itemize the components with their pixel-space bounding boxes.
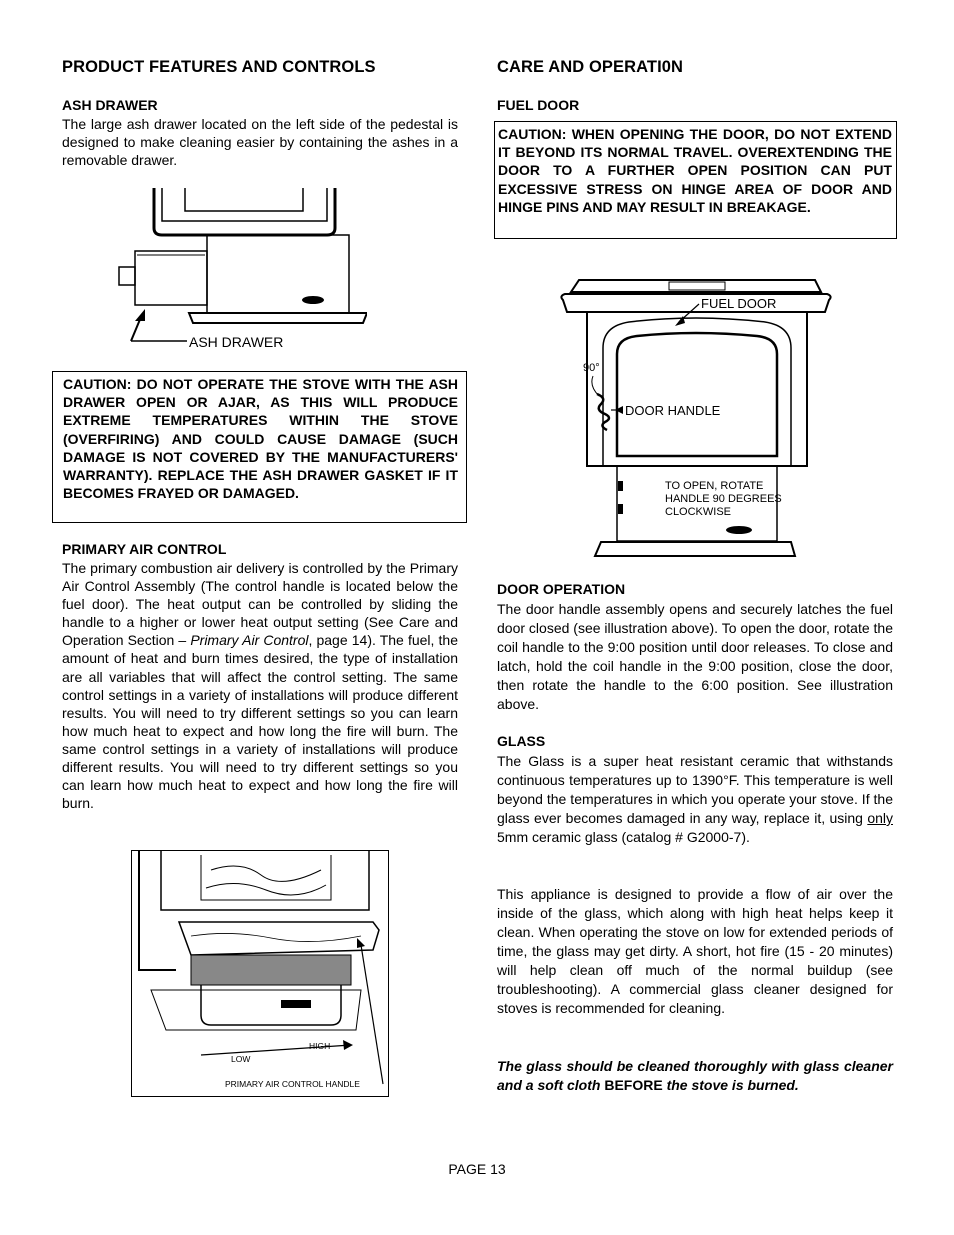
glass-title: GLASS [497, 733, 546, 749]
fuel-door-figure-note-3: CLOCKWISE [665, 506, 731, 518]
fuel-door-figure: FUEL DOOR 90° DOOR HANDLE TO OPEN, ROTAT… [559, 276, 834, 561]
glass-body-2: This appliance is designed to provide a … [497, 886, 893, 1016]
glass-note-bold: BEFORE [604, 1077, 663, 1093]
glass-note-italic-2: the stove is burned. [662, 1077, 799, 1093]
primary-air-body-part2: , page 14). The fuel, the amount of heat… [62, 632, 458, 812]
ash-drawer-caution: CAUTION: DO NOT OPERATE THE STOVE WITH T… [52, 371, 467, 523]
primary-air-figure-low: LOW [231, 1054, 250, 1064]
primary-air-figure-high: HIGH [309, 1041, 330, 1051]
glass-note-italic-1: The glass should be cleaned thoroughly w… [497, 1058, 893, 1093]
glass-note: The glass should be cleaned thoroughly w… [497, 1057, 893, 1095]
fuel-door-title: FUEL DOOR [497, 97, 580, 113]
primary-air-body-italic: Primary Air Control [190, 632, 309, 649]
fuel-door-figure-note-1: TO OPEN, ROTATE [665, 480, 763, 492]
primary-air-figure: LOW HIGH PRIMARY AIR CONTROL HANDLE [131, 850, 389, 1097]
fuel-door-figure-handle: DOOR HANDLE [625, 403, 721, 418]
ash-drawer-body: The large ash drawer located on the left… [62, 116, 458, 169]
primary-air-body-part1: The primary combustion air delivery is c… [62, 560, 458, 649]
ash-drawer-figure: ASH DRAWER [117, 183, 367, 353]
fuel-door-figure-label: FUEL DOOR [701, 296, 776, 311]
ash-drawer-figure-label: ASH DRAWER [189, 334, 283, 350]
fuel-door-caution: CAUTION: WHEN OPENING THE DOOR, DO NOT E… [494, 121, 897, 239]
glass-body-part2: 5mm ceramic glass (catalog # G2000-7). [497, 829, 750, 845]
glass-body-underline: only [867, 810, 893, 826]
primary-air-body: The primary combustion air delivery is c… [62, 559, 458, 812]
fuel-door-figure-note-2: HANDLE 90 DEGREES [665, 493, 782, 505]
glass-body-part1: The Glass is a super heat resistant cera… [497, 753, 893, 826]
primary-air-title: PRIMARY AIR CONTROL [62, 541, 227, 557]
door-operation-body: The door handle assembly opens and secur… [497, 601, 893, 712]
glass-body: The Glass is a super heat resistant cera… [497, 752, 893, 847]
primary-air-figure-label: PRIMARY AIR CONTROL HANDLE [225, 1079, 360, 1089]
ash-drawer-title: ASH DRAWER [62, 97, 158, 113]
fuel-door-figure-angle: 90° [583, 362, 600, 374]
door-operation-title: DOOR OPERATION [497, 581, 626, 597]
section-heading-product-features: PRODUCT FEATURES AND CONTROLS [62, 58, 376, 76]
page-number: PAGE 13 [448, 1161, 506, 1177]
section-heading-care-operation: CARE AND OPERATI0N [497, 58, 684, 76]
